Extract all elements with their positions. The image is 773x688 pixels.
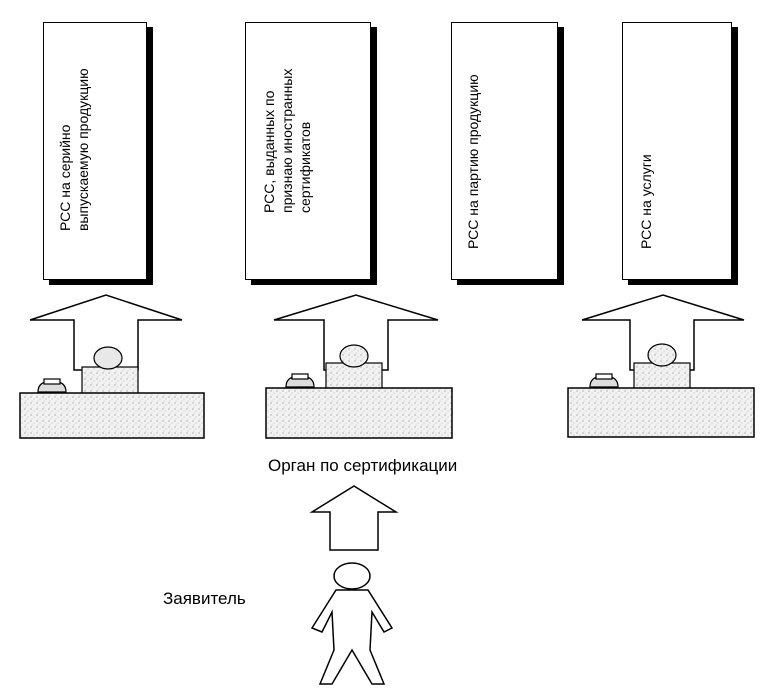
box-2-line-1: РСС, выданных по [261, 90, 277, 213]
desk-worker-2 [265, 344, 453, 439]
desk-worker-3 [567, 343, 755, 438]
box-3-line-1: РСС на партию продукцию [465, 74, 481, 249]
telephone-icon-2 [285, 373, 315, 388]
box-foreign-certificates: РСС, выданных по признаю иностранных сер… [245, 22, 371, 280]
box-services: РСС на услуги [622, 22, 732, 280]
box-batch-production: РСС на партию продукцию [451, 22, 558, 280]
up-arrow-applicant [309, 485, 399, 551]
telephone-icon-3 [589, 373, 619, 388]
box-1-line-1: РСС на серийно [57, 124, 73, 231]
desk-worker-1 [19, 346, 205, 439]
applicant-person-icon [310, 562, 394, 685]
up-arrow-1 [29, 294, 183, 371]
box-1-line-2: выпускаемую продукцию [75, 68, 91, 231]
applicant-label: Заявитель [163, 589, 246, 608]
up-arrow-3 [581, 294, 745, 371]
box-2-line-3: сертификатов [297, 121, 313, 213]
box-4-line-1: РСС на услуги [638, 154, 654, 249]
box-2-line-2: признаю иностранных [279, 68, 295, 213]
telephone-icon-1 [37, 378, 67, 393]
up-arrow-2 [273, 294, 439, 371]
box-serial-production: РСС на серийно выпускаемую продукцию [43, 22, 147, 280]
certification-body-label: Орган по сертификации [268, 456, 458, 475]
